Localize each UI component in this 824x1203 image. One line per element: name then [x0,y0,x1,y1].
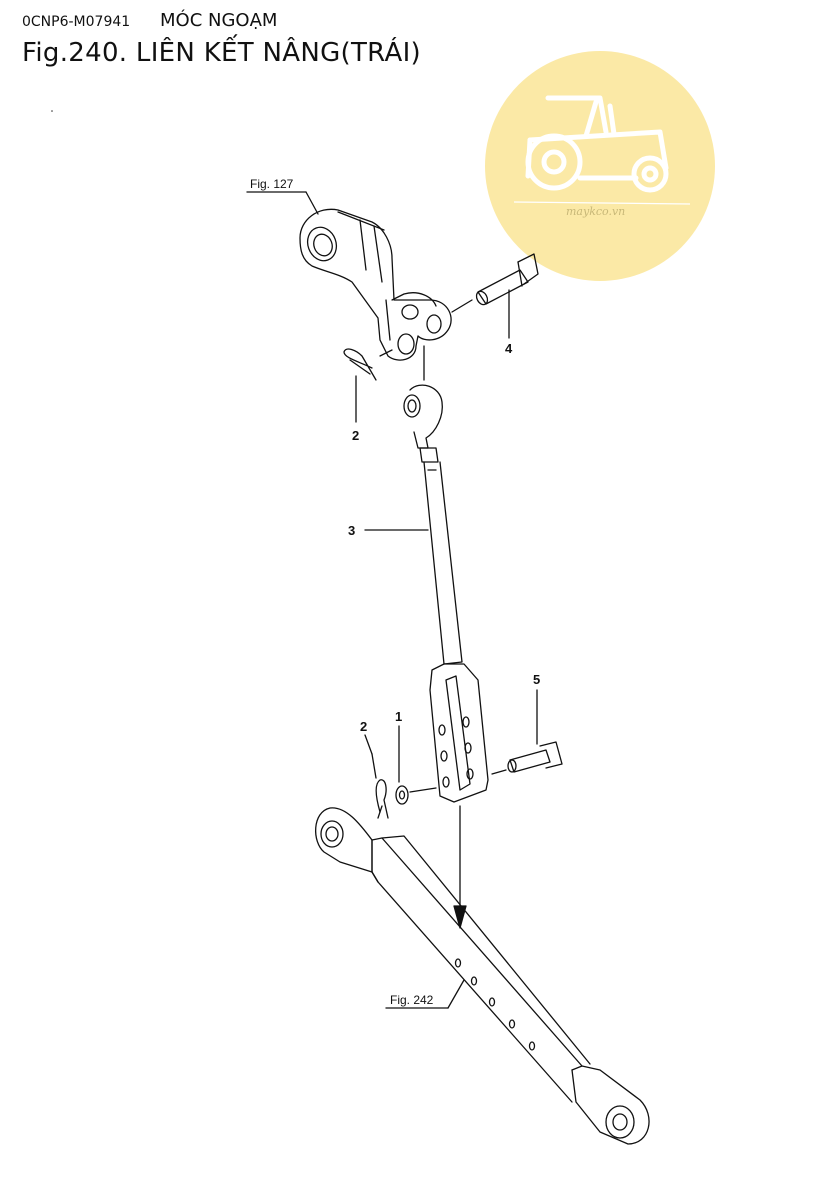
document-code: 0CNP6-M07941 [22,14,131,30]
watermark-logo [485,51,715,281]
r-clip-top [343,348,377,381]
callout-part-1: 1 [395,709,403,724]
lower-link [314,807,650,1145]
figure-ref-top: Fig. 127 [250,177,294,191]
callout-part-3: 3 [348,523,356,538]
lift-arm [299,208,452,361]
section-title: MÓC NGOẠM [160,10,278,31]
watermark-text: maykco.vn [566,205,625,218]
callout-part-5: 5 [533,672,541,687]
callout-part-4: 4 [505,341,513,356]
clevis-fork [429,663,489,803]
lift-rod [364,384,463,665]
r-clip-bottom [375,779,389,819]
pin-5 [491,741,563,775]
washer [395,785,409,805]
tractor-icon [525,95,669,193]
callout-part-2-top: 2 [352,428,360,443]
pin-4 [451,253,539,313]
figure-title: Fig.240. LIÊN KẾT NÂNG(TRÁI) [22,38,421,68]
figure-ref-bottom: Fig. 242 [390,993,434,1007]
callout-part-2-bottom: 2 [360,719,368,734]
